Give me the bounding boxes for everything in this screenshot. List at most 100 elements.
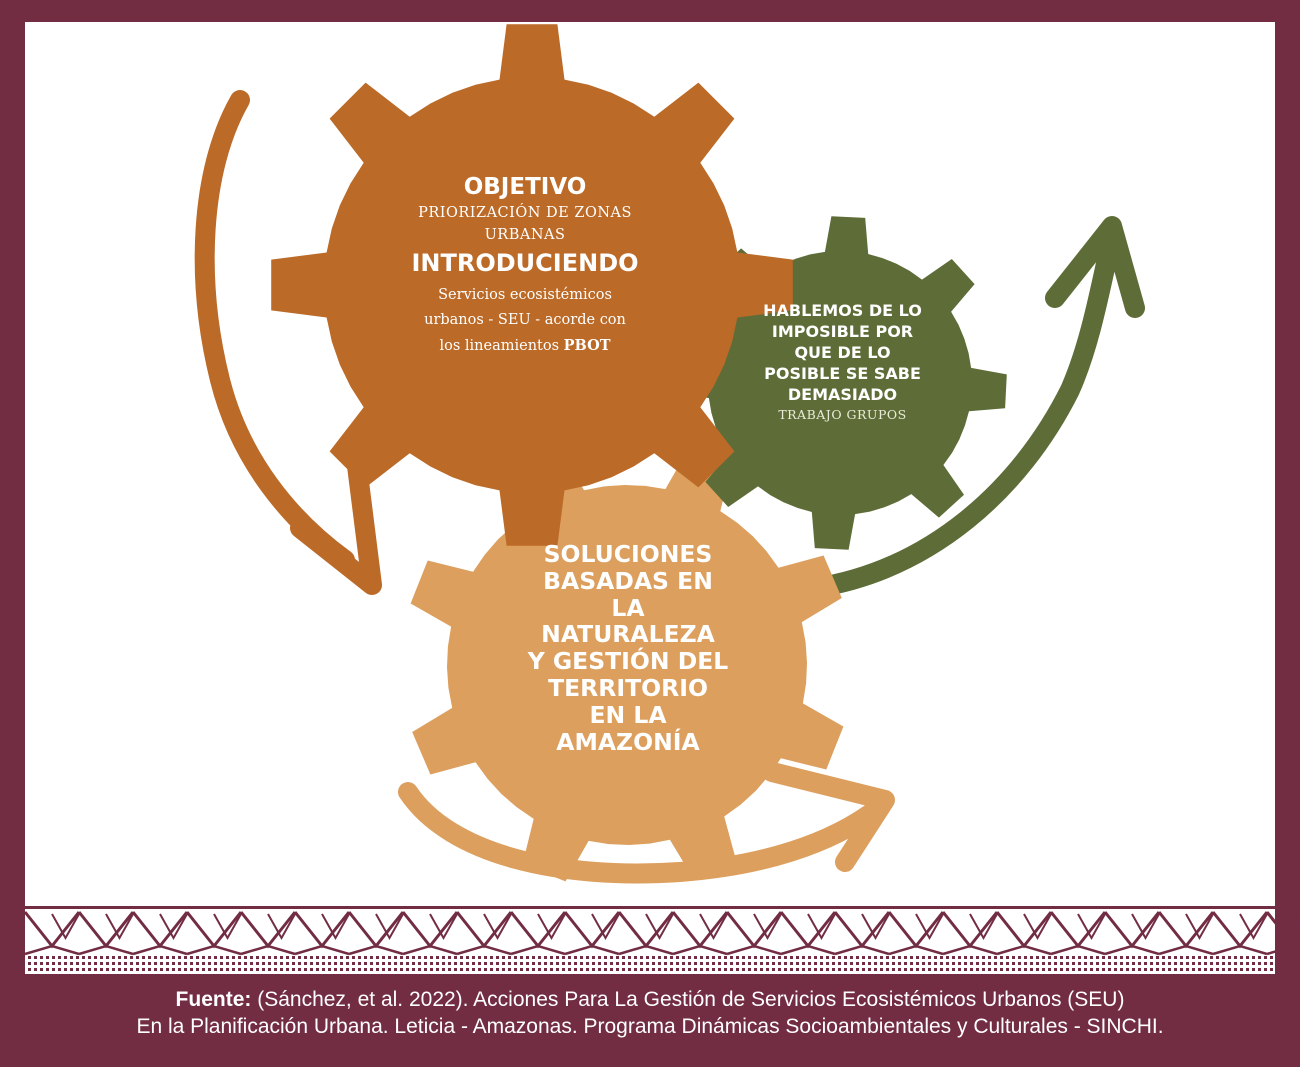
pattern-dot bbox=[130, 962, 133, 965]
pattern-dot bbox=[1108, 962, 1111, 965]
pattern-dot bbox=[496, 956, 499, 959]
pattern-dot bbox=[82, 968, 85, 971]
pattern-dot bbox=[154, 968, 157, 971]
pattern-dot bbox=[640, 962, 643, 965]
pattern-dot bbox=[436, 962, 439, 965]
pattern-dot bbox=[982, 968, 985, 971]
soluciones-line7: EN LA bbox=[589, 700, 667, 729]
pattern-dot bbox=[604, 962, 607, 965]
pattern-dot bbox=[670, 968, 673, 971]
pattern-dot bbox=[400, 962, 403, 965]
pattern-dot bbox=[1138, 962, 1141, 965]
pattern-dot bbox=[1084, 968, 1087, 971]
pattern-dot bbox=[1084, 956, 1087, 959]
pattern-dot bbox=[1156, 968, 1159, 971]
pattern-dot bbox=[1222, 956, 1225, 959]
pattern-dot bbox=[424, 956, 427, 959]
pattern-dot bbox=[760, 956, 763, 959]
pattern-dot bbox=[610, 968, 613, 971]
pattern-dot bbox=[1096, 968, 1099, 971]
pattern-dot bbox=[820, 962, 823, 965]
pattern-dot bbox=[106, 956, 109, 959]
pattern-dot bbox=[802, 962, 805, 965]
pattern-dot bbox=[352, 962, 355, 965]
pattern-dot bbox=[1204, 956, 1207, 959]
pattern-dot bbox=[550, 956, 553, 959]
objetivo-body-line3: los lineamientos PBOT bbox=[340, 333, 710, 359]
pattern-dot bbox=[106, 962, 109, 965]
pattern-dot bbox=[28, 968, 31, 971]
pattern-dot bbox=[1054, 956, 1057, 959]
pattern-dot bbox=[832, 962, 835, 965]
pattern-dot bbox=[172, 956, 175, 959]
pattern-dot bbox=[310, 968, 313, 971]
pattern-dot bbox=[1210, 956, 1213, 959]
pattern-dot bbox=[772, 956, 775, 959]
pattern-dot bbox=[742, 962, 745, 965]
pattern-dot bbox=[1030, 962, 1033, 965]
pattern-dot bbox=[940, 956, 943, 959]
pattern-dot bbox=[532, 968, 535, 971]
pattern-dot bbox=[724, 956, 727, 959]
pattern-dot bbox=[658, 968, 661, 971]
pattern-dot bbox=[286, 962, 289, 965]
pattern-dot bbox=[310, 956, 313, 959]
pattern-dot bbox=[1192, 968, 1195, 971]
pattern-dot bbox=[628, 956, 631, 959]
pattern-dot bbox=[94, 962, 97, 965]
pattern-dot bbox=[262, 956, 265, 959]
pattern-dot bbox=[1270, 962, 1273, 965]
soluciones-line3: LA bbox=[611, 593, 645, 622]
pattern-dot bbox=[430, 962, 433, 965]
pattern-dot bbox=[406, 962, 409, 965]
pattern-dot bbox=[586, 968, 589, 971]
pattern-dot bbox=[1090, 968, 1093, 971]
pattern-dot bbox=[1252, 962, 1255, 965]
pattern-dot bbox=[100, 968, 103, 971]
soluciones-line8: AMAZONÍA bbox=[556, 727, 700, 756]
pattern-dot bbox=[736, 956, 739, 959]
pattern-dot bbox=[232, 968, 235, 971]
pattern-dot bbox=[916, 956, 919, 959]
pattern-dot bbox=[1258, 962, 1261, 965]
objetivo-body-line2: urbanos - SEU - acorde con bbox=[424, 312, 626, 328]
source-citation: (Sánchez, et al. 2022). Acciones Para La… bbox=[251, 988, 1125, 1011]
pattern-dot bbox=[832, 968, 835, 971]
pattern-dot bbox=[1246, 962, 1249, 965]
pattern-dot bbox=[880, 956, 883, 959]
pattern-dot bbox=[940, 962, 943, 965]
pattern-dot bbox=[1234, 956, 1237, 959]
pattern-dot bbox=[1132, 962, 1135, 965]
pattern-dot bbox=[508, 968, 511, 971]
pattern-dot bbox=[1234, 962, 1237, 965]
pattern-dot bbox=[148, 968, 151, 971]
pattern-dot bbox=[466, 956, 469, 959]
pattern-dot bbox=[1036, 956, 1039, 959]
pattern-dot bbox=[970, 968, 973, 971]
pattern-dot bbox=[988, 968, 991, 971]
pattern-dot bbox=[484, 962, 487, 965]
gear-soluciones-text: SOLUCIONES BASADAS EN LA NATURALEZA Y GE… bbox=[498, 541, 758, 755]
pattern-dot bbox=[1204, 968, 1207, 971]
pattern-dot bbox=[988, 956, 991, 959]
pattern-dot bbox=[640, 956, 643, 959]
pattern-dot bbox=[136, 962, 139, 965]
pattern-dot bbox=[1090, 956, 1093, 959]
pattern-dot bbox=[964, 962, 967, 965]
pattern-dot bbox=[814, 956, 817, 959]
pattern-dot bbox=[796, 956, 799, 959]
pattern-dot bbox=[346, 962, 349, 965]
pattern-dot bbox=[676, 962, 679, 965]
pattern-dot bbox=[958, 968, 961, 971]
pattern-dot bbox=[658, 962, 661, 965]
pattern-dot bbox=[328, 956, 331, 959]
pattern-dot bbox=[682, 962, 685, 965]
pattern-dot bbox=[808, 968, 811, 971]
pattern-dot bbox=[916, 962, 919, 965]
pattern-dot bbox=[544, 962, 547, 965]
pattern-dot bbox=[226, 956, 229, 959]
pattern-dot bbox=[742, 956, 745, 959]
pattern-dot bbox=[952, 962, 955, 965]
pattern-dot bbox=[1000, 956, 1003, 959]
pattern-dot bbox=[148, 962, 151, 965]
